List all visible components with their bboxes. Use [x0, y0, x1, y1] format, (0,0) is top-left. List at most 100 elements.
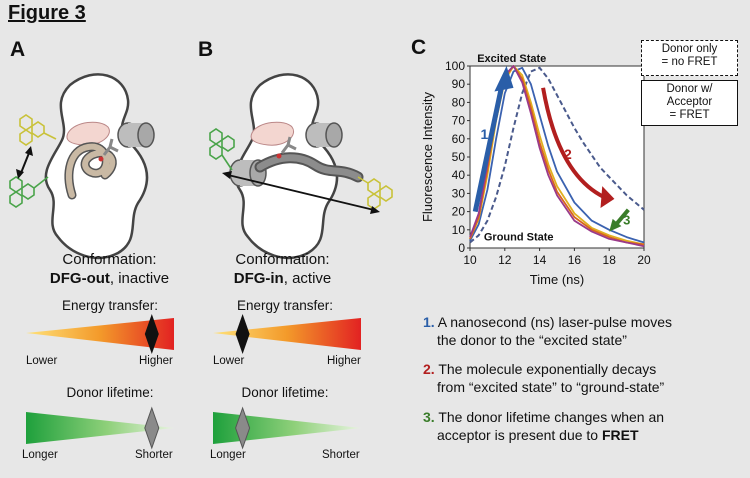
conformation-label: Conformation:	[235, 251, 330, 268]
energy-wedge	[26, 318, 174, 350]
legend-donor-only: Donor only = no FRET	[641, 40, 738, 76]
arrow-1-head	[494, 66, 514, 92]
green-dye-icon	[209, 128, 235, 171]
panel-b-energy-high: Higher	[327, 355, 361, 367]
panel-a-lifetime-short: Shorter	[135, 449, 173, 461]
protein-outline-icon	[44, 73, 149, 259]
arrow-1-label: 1	[480, 126, 488, 142]
conformation-state-bold: DFG-in	[233, 270, 284, 287]
note-1-line2: the donor to the “excited state”	[437, 332, 627, 348]
green-dye-icon	[9, 176, 49, 208]
arrow-3-label: 3	[623, 212, 630, 227]
note-3-line1: The donor lifetime changes when an	[434, 409, 665, 425]
note-3-bold: FRET	[602, 427, 639, 443]
energy-wedge	[213, 318, 361, 350]
panel-b-energy-title: Energy transfer:	[236, 298, 334, 313]
y-tick-label: 80	[452, 95, 466, 109]
legend-fret-line2: Acceptor	[666, 96, 713, 108]
y-tick-label: 100	[445, 59, 465, 73]
note-1-line1: A nanosecond (ns) laser-pulse moves	[434, 314, 673, 330]
panel-c-letter: C	[411, 36, 427, 59]
panel-b-conformation: Conformation: DFG-in, active	[195, 250, 370, 288]
x-tick-label: 12	[498, 253, 512, 267]
note-2-number: 2.	[423, 361, 435, 377]
legend-fret-line3: = FRET	[669, 109, 710, 121]
figure-title: Figure 3	[8, 2, 86, 24]
arrow-3	[614, 208, 630, 226]
note-3-line2: acceptor is present due to	[437, 427, 602, 443]
y-tick-label: 10	[452, 223, 466, 237]
x-tick-label: 10	[463, 253, 477, 267]
arrow-1	[472, 87, 504, 213]
y-tick-label: 30	[452, 186, 466, 200]
conformation-state-rest: , active	[283, 270, 332, 287]
lifetime-wedge	[213, 412, 361, 444]
arrow-2-head	[600, 186, 615, 208]
x-tick-label: 18	[603, 253, 617, 267]
phenylalanine-icon	[280, 136, 297, 154]
distance-arrow-icon	[16, 146, 33, 179]
phenylalanine-icon	[102, 138, 119, 156]
lifetime-marker-icon	[235, 406, 251, 450]
energy-marker-icon	[144, 314, 159, 354]
legend-fret-line1: Donor w/	[666, 83, 713, 95]
panel-a-conformation: Conformation: DFG-out, inactive	[22, 250, 197, 288]
note-3-number: 3.	[423, 409, 435, 425]
y-tick-label: 0	[458, 241, 465, 255]
y-axis-label: Fluorescence Intensity	[420, 91, 435, 222]
panel-b-lifetime-short: Shorter	[322, 449, 360, 461]
y-tick-label: 40	[452, 168, 466, 182]
conformation-label: Conformation:	[62, 251, 157, 268]
yellow-dye-icon	[357, 176, 393, 210]
pink-pocket-icon	[66, 121, 110, 146]
series-line-0	[469, 66, 645, 244]
annotation-ground-state: Ground State	[484, 232, 554, 244]
legend-donor-only-line2: = no FRET	[661, 56, 718, 68]
conformation-state-bold: DFG-out	[49, 270, 110, 287]
energy-marker-icon	[235, 314, 250, 354]
panel-b-letter: B	[198, 38, 214, 61]
note-2-line1: The molecule exponentially decays	[434, 361, 657, 377]
protein-outline-icon	[234, 73, 339, 259]
panel-a-lifetime-long: Longer	[22, 449, 58, 461]
panel-a-lifetime-title: Donor lifetime:	[66, 385, 154, 400]
panel-b-energy-low: Lower	[213, 355, 245, 367]
note-2-line2: from “excited state” to “ground-state”	[437, 379, 665, 395]
panel-a-energy-high: Higher	[139, 355, 173, 367]
note-1-number: 1.	[423, 314, 435, 330]
x-tick-label: 20	[637, 253, 651, 267]
panel-b-lifetime-long: Longer	[210, 449, 246, 461]
legend-donor-only-line1: Donor only	[661, 43, 718, 55]
y-tick-label: 90	[452, 77, 466, 91]
cylinder-icon	[117, 122, 155, 148]
lifetime-wedge	[26, 412, 174, 444]
y-tick-label: 60	[452, 132, 466, 146]
panel-b-lifetime-bar	[213, 406, 361, 450]
note-2: 2. The molecule exponentially decays fro…	[423, 360, 743, 396]
x-tick-label: 14	[533, 253, 547, 267]
x-axis-label: Time (ns)	[530, 272, 584, 287]
note-3: 3. The donor lifetime changes when an ac…	[423, 408, 743, 444]
series-line-1	[469, 66, 645, 244]
panel-b-energy-bar	[213, 314, 361, 354]
panel-a-energy-bar	[26, 314, 174, 354]
lifetime-marker-icon	[144, 406, 160, 450]
y-tick-label: 70	[452, 114, 466, 128]
legend-donor-acceptor: Donor w/ Acceptor = FRET	[641, 80, 738, 126]
arrow-3-head	[609, 218, 622, 232]
y-tick-label: 20	[452, 205, 466, 219]
distance-arrow-icon	[222, 171, 380, 214]
arrow-2	[541, 87, 605, 199]
conformation-state-rest: , inactive	[109, 270, 170, 287]
panel-a-energy-low: Lower	[26, 355, 58, 367]
x-tick-label: 16	[568, 253, 582, 267]
note-1: 1. A nanosecond (ns) laser-pulse moves t…	[423, 313, 743, 349]
panel-a-lifetime-bar	[26, 406, 174, 450]
panel-a-illustration	[9, 73, 155, 259]
panel-a-letter: A	[10, 38, 26, 61]
y-tick-label: 50	[452, 150, 466, 164]
cylinder-icon	[305, 122, 343, 148]
yellow-dye-icon	[19, 114, 57, 146]
arrow-2-label: 2	[564, 146, 572, 162]
